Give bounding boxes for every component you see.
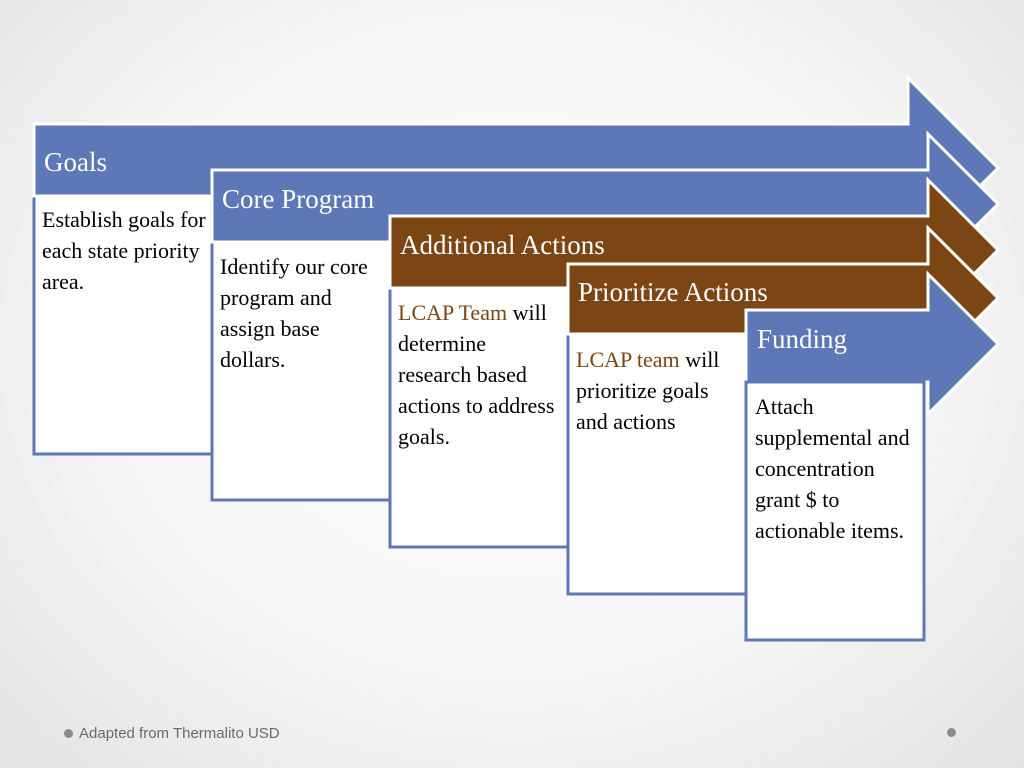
footer-bullet-icon [64,728,73,738]
additional-actions-title: Additional Actions [400,230,605,260]
lcap-team-highlight: LCAP Team [398,300,508,325]
prioritize-actions-title: Prioritize Actions [578,277,768,307]
core-program-description-text: Identify our core program and assign bas… [220,254,368,372]
goals-description: Establish goals for each state priority … [42,204,207,297]
footer-source: Adapted from Thermalito USD [79,724,280,742]
prioritize-actions-body-box [566,332,748,596]
core-program-title: Core Program [222,184,375,214]
funding-description: Attach supplemental and concentration gr… [755,391,920,546]
footer: Adapted from Thermalito USD [64,722,280,744]
prioritize-actions-description-text: will prioritize goals and actions [576,347,720,434]
funding-description-text: Attach supplemental and concentration gr… [755,394,910,543]
lcap-team-lower-highlight: LCAP team [576,347,680,372]
core-program-description: Identify our core program and assign bas… [220,251,385,375]
funding-title: Funding [757,324,848,354]
additional-actions-description: LCAP Team will determine research based … [398,297,558,452]
core-program-body-box [210,238,392,502]
goals-title: Goals [44,147,107,177]
prioritize-actions-description: LCAP team will prioritize goals and acti… [576,344,741,437]
goals-description-text: Establish goals for each state priority … [42,207,206,294]
additional-actions-description-text: will determine research based actions to… [398,300,555,449]
goals-body-box [32,192,214,456]
slide-bullet-icon [947,728,956,737]
funding-body-box [744,380,926,642]
